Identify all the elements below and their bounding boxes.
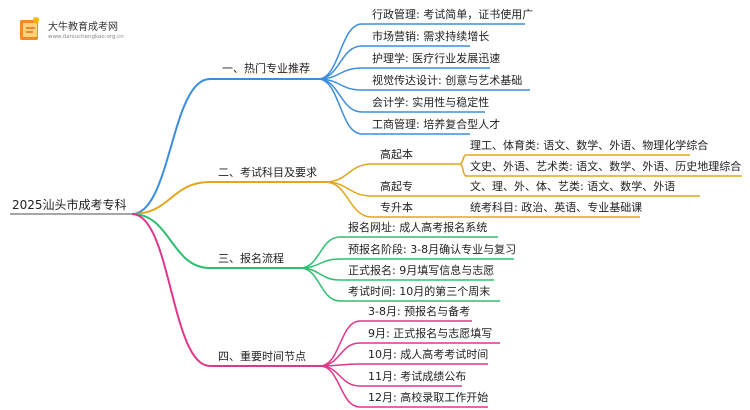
leaf-major: 工商管理: 培养复合型人才 xyxy=(372,118,501,131)
connector-line xyxy=(319,365,361,387)
leaf-subject: 文、理、外、体、艺类: 语文、数学、外语 xyxy=(470,180,676,193)
leaf-registration: 预报名阶段: 3-8月确认专业与复习 xyxy=(348,243,517,256)
root-topic: 2025汕头市成考专科 xyxy=(12,198,127,212)
connector-line xyxy=(459,154,467,165)
leaf-timeline: 10月: 成人高考考试时间 xyxy=(368,348,489,361)
site-logo: 大牛教育成考网 www.daniuchengkao.org.cn xyxy=(16,12,146,52)
leaf-major: 会计学: 实用性与稳定性 xyxy=(372,96,490,109)
leaf-major: 护理学: 医疗行业发展迅速 xyxy=(372,52,501,65)
connector-line xyxy=(459,163,467,177)
leaf-registration: 考试时间: 10月的第三个周末 xyxy=(348,285,491,298)
connector-line xyxy=(324,181,373,197)
leaf-registration: 正式报名: 9月填写信息与志愿 xyxy=(348,264,495,277)
leaf-subject: 统考科目: 政治、英语、专业基础课 xyxy=(470,201,643,214)
logo-title: 大牛教育成考网 xyxy=(48,22,118,33)
connector-line xyxy=(131,213,211,367)
connector-line xyxy=(131,181,211,215)
leaf-major: 市场营销: 需求持续增长 xyxy=(372,30,490,43)
logo-url: www.daniuchengkao.org.cn xyxy=(48,34,124,40)
leaf-subject: 文史、外语、艺术类: 语文、数学、外语、历史地理综合 xyxy=(470,160,742,173)
leaf-timeline: 9月: 正式报名与志愿填写 xyxy=(368,327,493,340)
connector-line xyxy=(299,267,341,302)
leaf-registration: 报名网址: 成人高考报名系统 xyxy=(348,221,488,234)
leaf-timeline: 11月: 考试成绩公布 xyxy=(368,370,467,383)
group-gaoqizhuan: 高起专 xyxy=(380,180,413,193)
group-zhuanshengben: 专升本 xyxy=(380,201,413,214)
branch-timeline: 四、重要时间节点 xyxy=(218,350,306,363)
connector-line xyxy=(324,163,373,183)
leaf-timeline: 3-8月: 预报名与备考 xyxy=(368,305,471,318)
connector-line xyxy=(131,78,211,215)
branch-registration: 三、报名流程 xyxy=(218,252,284,265)
connector-line xyxy=(317,78,363,135)
leaf-timeline: 12月: 高校录取工作开始 xyxy=(368,391,489,404)
leaf-major: 行政管理: 考试简单，证书使用广 xyxy=(372,8,534,21)
connector-line xyxy=(319,365,361,408)
connector-line xyxy=(317,23,363,80)
leaf-subject: 理工、体育类: 语文、数学、外语、物理化学综合 xyxy=(470,139,709,152)
branch-hot-majors: 一、热门专业推荐 xyxy=(222,62,310,75)
connector-line xyxy=(131,213,211,269)
connector-line xyxy=(324,181,373,218)
leaf-major: 视觉传达设计: 创意与艺术基础 xyxy=(372,74,523,87)
book-icon xyxy=(20,17,39,40)
branch-exam-subjects: 二、考试科目及要求 xyxy=(218,166,317,179)
group-gaoqiben: 高起本 xyxy=(380,148,413,161)
connector-line xyxy=(319,342,361,367)
